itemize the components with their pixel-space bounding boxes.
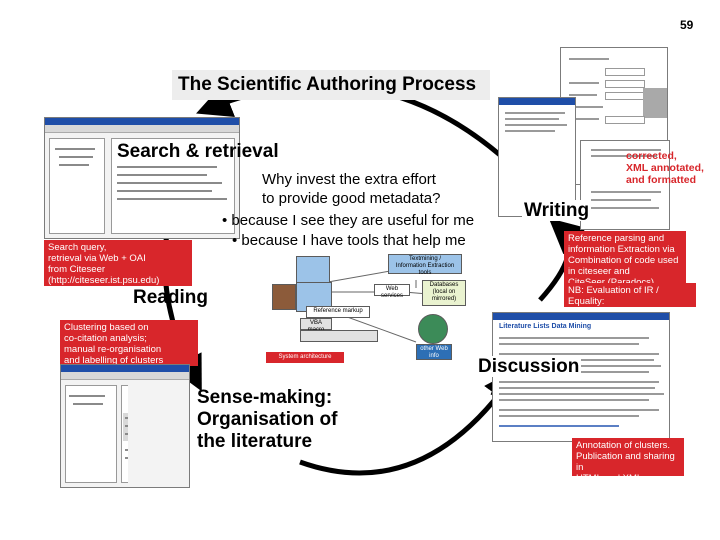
stage-reading: Reading — [133, 287, 208, 308]
node-webservices: Web services — [374, 284, 410, 299]
search-screenshot — [44, 117, 240, 239]
stage-sensemaking-3: the literature — [197, 431, 313, 452]
caption-search: Search query, retrieval via Web + OAI fr… — [44, 240, 192, 286]
clustering-screenshot-front — [128, 364, 190, 488]
monitor-node — [296, 256, 330, 284]
stage-writing: Writing — [522, 200, 592, 221]
photo-node — [272, 284, 296, 310]
architecture-diagram: Textmining / Information Extraction tool… — [266, 252, 472, 366]
node-refmarkup: Reference markup — [306, 306, 370, 318]
question-bullet1: • because I see they are useful for me — [222, 212, 475, 229]
stage-sensemaking-2: Organisation of — [197, 409, 338, 430]
stage-sensemaking-1: Sense-making: — [197, 387, 333, 408]
node-otherwebsrc: other Web info sources — [416, 344, 452, 366]
arrow-right — [530, 237, 565, 290]
caption-annotation: Annotation of clusters. Publication and … — [572, 438, 684, 484]
discussion-screenshot: Literature Lists Data Mining — [492, 312, 670, 442]
stage-discussion: Discussion — [476, 356, 582, 377]
node-databases: Databases (local on mirrored) — [422, 280, 466, 306]
doc-lines — [300, 330, 378, 342]
caption-clustering: Clustering based on co-citation analysis… — [60, 320, 198, 366]
question-bullet2: • because I have tools that help me — [232, 232, 466, 249]
stage-search: Search & retrieval — [117, 141, 279, 162]
writing-doc-screenshot — [498, 97, 576, 217]
globe-node — [418, 314, 448, 344]
question-line1: Why invest the extra effort — [262, 171, 436, 188]
caption-corrected: corrected, XML annotated, and formatted — [626, 150, 704, 186]
page-title: The Scientific Authoring Process — [172, 70, 490, 100]
caption-nb: NB: Evaluation of IR / Equality: see our… — [564, 283, 696, 318]
page-number: 59 — [680, 18, 694, 32]
caption-reference: Reference parsing and information Extrac… — [564, 231, 686, 289]
discussion-heading: Literature Lists Data Mining — [499, 323, 592, 330]
node-vbamacro: VBA macro — [300, 318, 332, 333]
writing-doc-screenshot-2 — [580, 140, 670, 230]
node-textmining: Textmining / Information Extraction tool… — [388, 254, 462, 276]
node-sysarch: System architecture — [266, 352, 344, 363]
question-line2: to provide good metadata? — [262, 190, 441, 207]
